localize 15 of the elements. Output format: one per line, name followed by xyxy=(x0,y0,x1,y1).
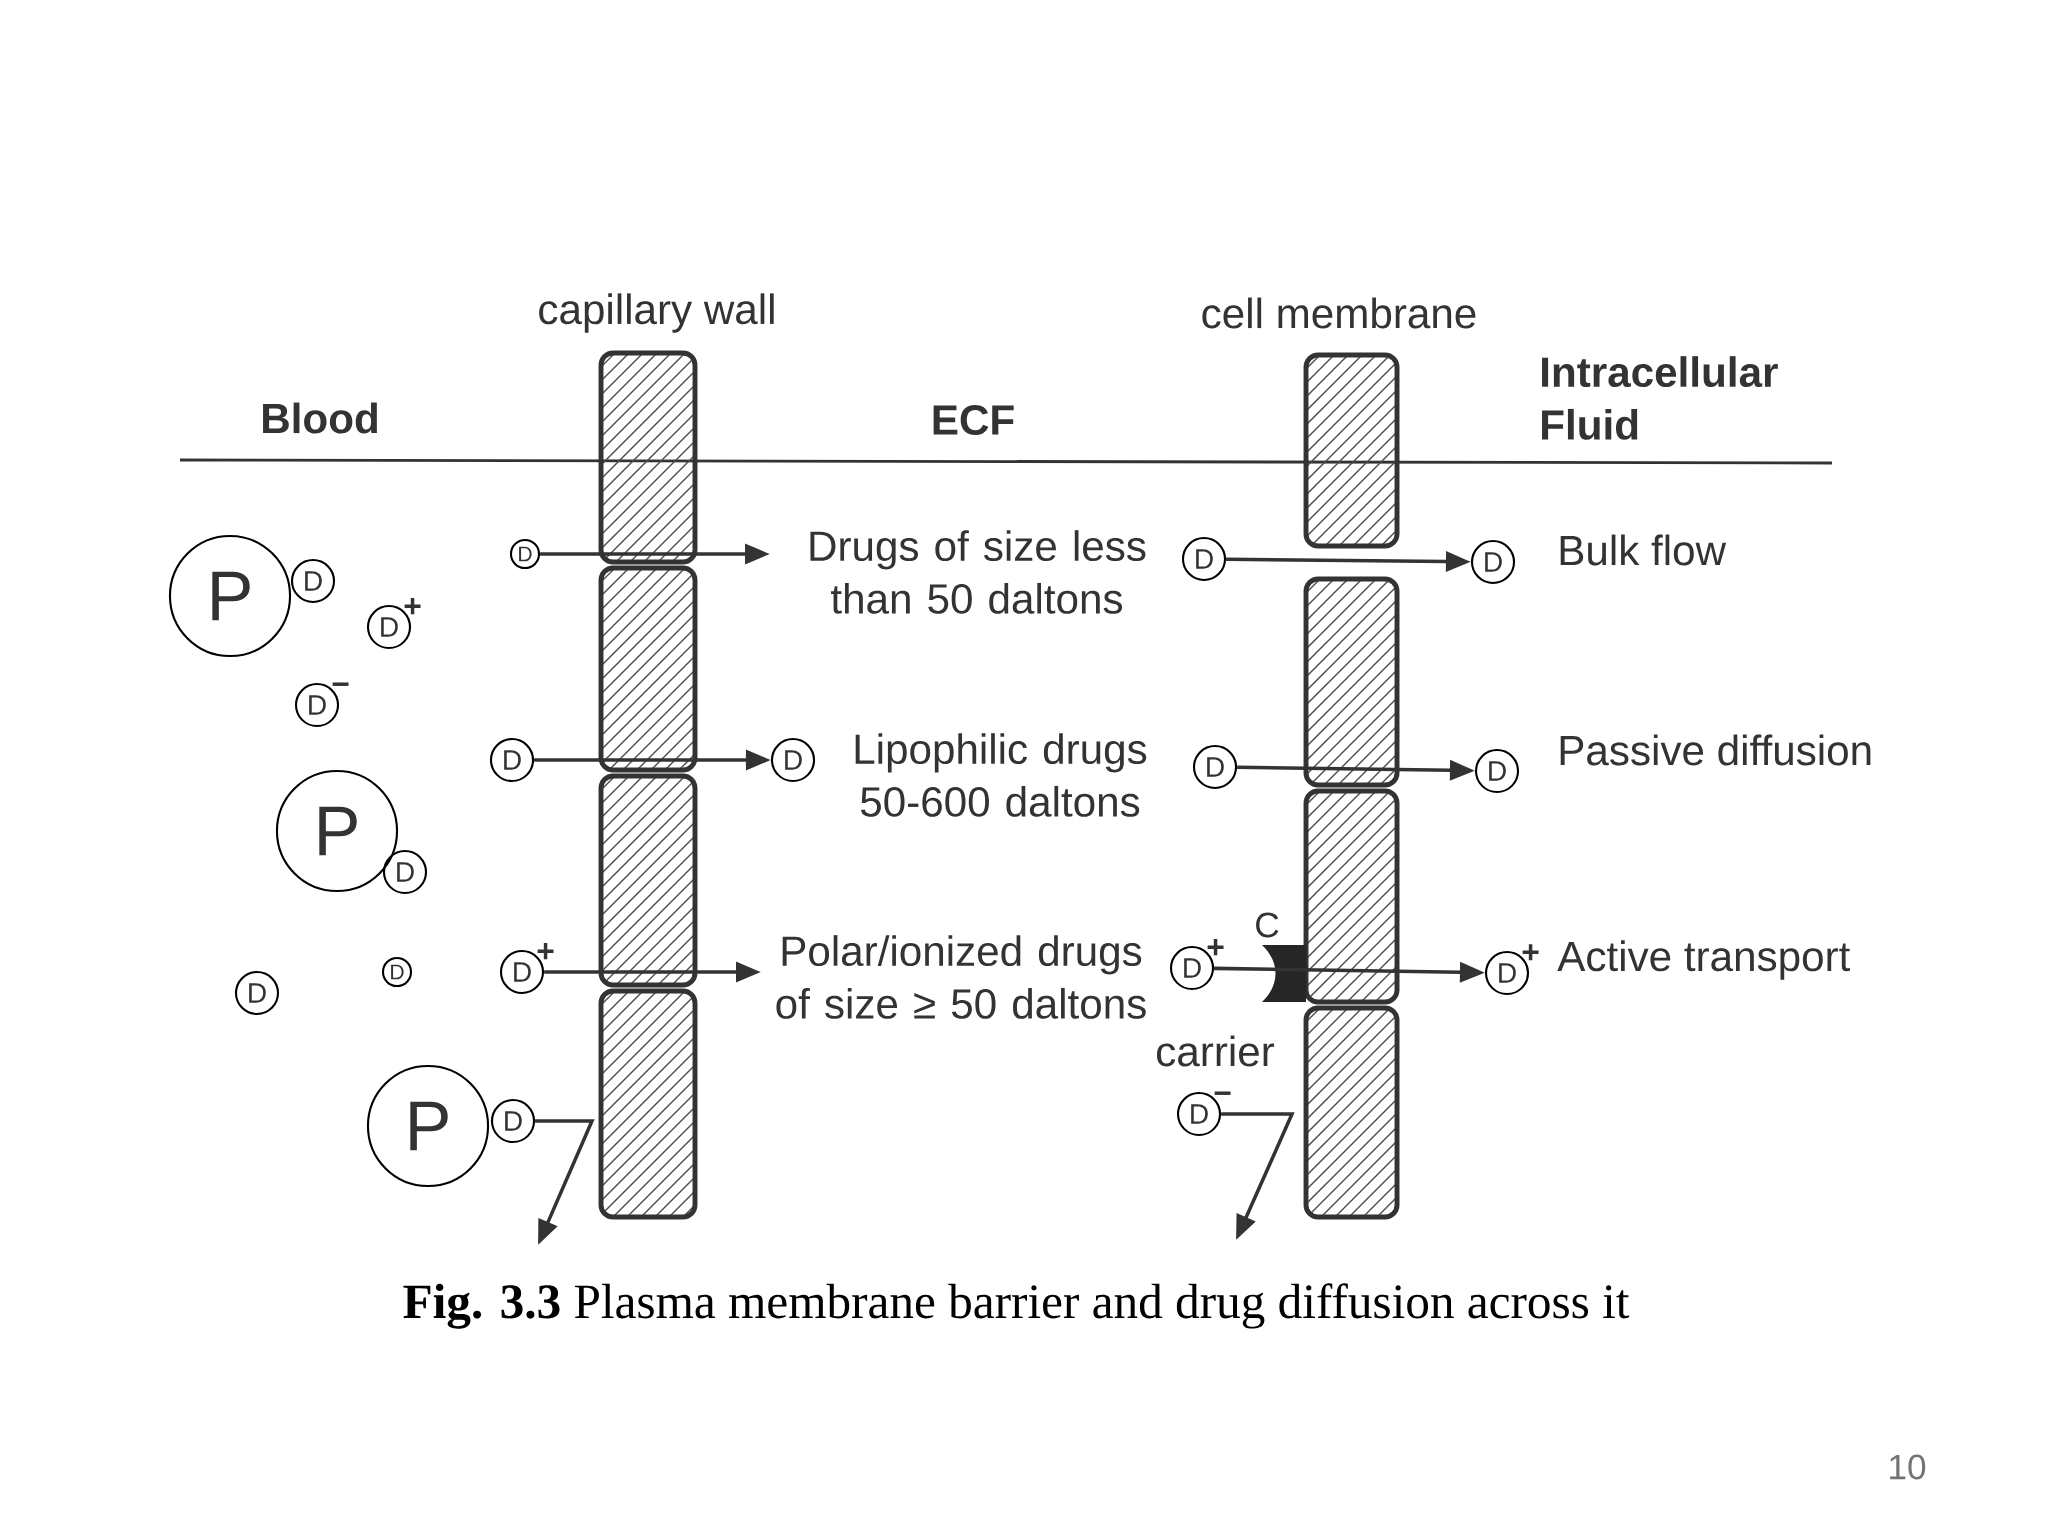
region-label: ECF xyxy=(933,405,1014,435)
page-number: 10 xyxy=(1890,1454,1926,1480)
heading-text: cell membrane xyxy=(1202,297,1476,329)
carrier-label: C xyxy=(1256,912,1279,938)
region-label: Intracellular Fluid xyxy=(1542,356,1778,440)
description-text: Drugs of size less than 50 daltons xyxy=(810,530,1146,614)
process-label: Passive diffusion xyxy=(1560,734,1871,766)
carrier-label: carrier xyxy=(1157,1035,1275,1067)
description-text: Lipophilic drugs 50-600 daltons xyxy=(855,733,1147,817)
process-label: Bulk flow xyxy=(1560,534,1727,566)
figure-caption: Fig. 3.3 Plasma membrane barrier and drug diffusion across it xyxy=(403,1283,1630,1329)
process-label: Active transport xyxy=(1557,940,1851,980)
description-text: Polar/ionized drugs of size ≥ 50 daltons xyxy=(776,935,1146,1019)
region-label: Blood xyxy=(263,402,377,434)
heading-text: capillary wall xyxy=(539,293,774,333)
